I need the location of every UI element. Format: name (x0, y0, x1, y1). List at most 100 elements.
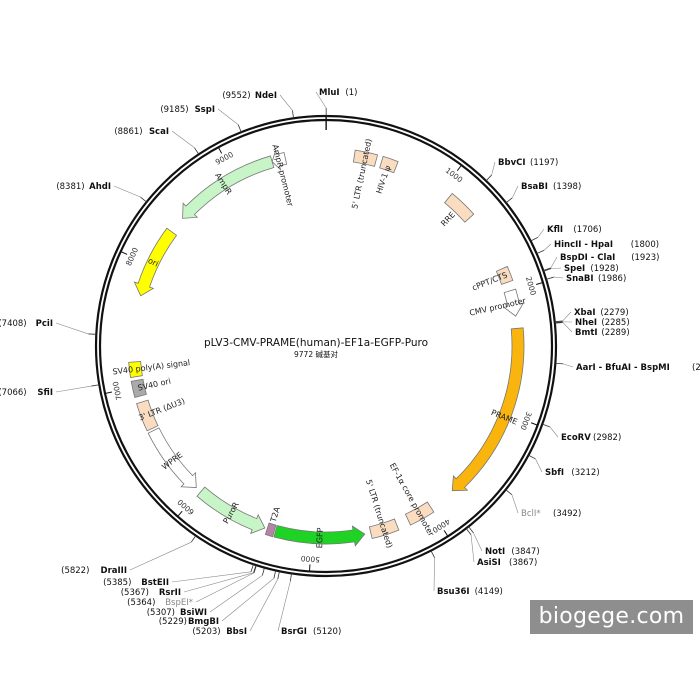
site-bsrgi: BsrGI(5120) (281, 627, 341, 637)
site-position: (5203) (192, 627, 220, 637)
site-name: NotI (485, 547, 505, 557)
site-position: (2289) (601, 328, 629, 338)
tick-mark (120, 251, 128, 255)
site-position: (7408) (0, 319, 27, 329)
site-position: (8381) (56, 182, 84, 192)
site-position: (5307) (147, 608, 175, 618)
site-tick (554, 321, 563, 324)
site-name: BspEI* (165, 598, 193, 608)
site-name: DraIII (101, 566, 127, 576)
site-leader (249, 578, 279, 632)
site-position: (3847) (511, 547, 539, 557)
site-leader (563, 363, 574, 368)
site-tick (554, 322, 563, 324)
site-leader (171, 571, 251, 583)
site-name: EcoRV (561, 433, 591, 443)
feature-5-ltr-truncated-2 (368, 518, 400, 540)
feature-prame (451, 327, 525, 492)
feature-label-t2a: T2A (269, 505, 283, 524)
site-tick (543, 268, 552, 272)
tick-label: 1000 (444, 166, 465, 185)
site-name: RsrII (159, 588, 181, 598)
site-tick (465, 528, 472, 535)
feature-cmv-promoter (502, 288, 525, 317)
site-position: (2560) (692, 363, 700, 373)
site-name: MluI (319, 88, 340, 98)
feature-label-sv40-poly-a-signal: SV40 poly(A) signal (112, 358, 191, 376)
site-tick (250, 564, 254, 572)
feature-ori (133, 227, 178, 297)
site-bsiwi: BsiWI(5307) (147, 608, 207, 618)
site-ecorv: EcoRV(2982) (561, 433, 621, 443)
site-name: BsaBI (521, 182, 548, 192)
site-name: SpeI (564, 264, 585, 274)
tick-label: 6000 (175, 497, 195, 516)
site-bsteii: BstEII(5385) (103, 578, 169, 588)
site-tick (505, 197, 513, 204)
feature-egfp (273, 524, 366, 547)
site-bmgbi: BmgBI(5229) (159, 617, 219, 627)
feature-wpre (147, 427, 197, 488)
site-leader (221, 578, 275, 622)
site-name: BspDI - ClaI (560, 253, 615, 263)
feature-label-egfp: EGFP (315, 527, 325, 548)
tick-mark (217, 147, 223, 154)
tick-mark (530, 422, 538, 426)
site-position: (2279) (600, 308, 628, 318)
site-kfli: KflI(1706) (547, 225, 602, 235)
tick-label: 7000 (111, 380, 124, 401)
feature-ef-1a-core-promoter (404, 501, 435, 526)
site-tick (485, 174, 492, 182)
site-tick (140, 196, 147, 203)
site-position: (2982) (593, 433, 621, 443)
site-tick (253, 564, 257, 573)
site-name: SfiI (37, 388, 53, 398)
site-tick (555, 362, 564, 365)
site-name: BclI* (521, 509, 541, 519)
site-bsabi: BsaBI(1398) (521, 182, 581, 192)
site-tick (505, 489, 513, 495)
site-leader (433, 557, 435, 592)
site-name: AhdI (89, 182, 111, 192)
site-spei: SpeI(1928) (564, 264, 619, 274)
site-position: (1923) (631, 253, 659, 263)
site-layer: MluI(1)NdeI(9552)SspI(9185)ScaI(8861)Ahd… (0, 88, 700, 637)
site-tick (253, 565, 257, 573)
site-sspi: SspI(9185) (160, 105, 215, 115)
feature-3-ltr-du3 (136, 399, 159, 432)
site-name: BmgBI (188, 617, 219, 627)
site-position: (8861) (114, 127, 142, 137)
site-position: (1197) (530, 158, 558, 168)
site-leader (537, 228, 545, 238)
site-tick (543, 267, 551, 271)
site-bmti: BmtI(2289) (575, 328, 630, 338)
site-name: NheI (575, 318, 597, 328)
site-tick (277, 571, 280, 580)
site-name: Bsu36I (437, 587, 470, 597)
site-leader (511, 494, 519, 514)
feature-label-5-ltr-truncated-2: 5' LTR (truncated) (364, 478, 394, 549)
site-name: BmtI (575, 328, 598, 338)
site-leader (551, 267, 562, 269)
feature-label-5-ltr-truncated: 5' LTR (truncated) (350, 138, 373, 210)
site-name: BstEII (141, 578, 169, 588)
site-position: (1) (345, 88, 357, 98)
site-bsu36i: Bsu36I(4149) (437, 587, 503, 597)
site-mlui: MluI (1) (319, 88, 357, 98)
site-leader (279, 94, 293, 111)
site-pcii: PciI(7408) (0, 319, 53, 329)
site-name: SnaBI (566, 274, 594, 284)
site-leader (113, 185, 141, 198)
feature-puror (196, 486, 266, 535)
site-name: NdeI (255, 91, 277, 101)
tick-label: 2000 (524, 276, 538, 297)
site-tick (289, 573, 292, 582)
site-tick (190, 535, 197, 543)
site-bbsi: BbsI(5203) (192, 627, 247, 637)
site-sbfi: SbfI(3212) (545, 468, 600, 478)
site-nhei: NheI (2285) (575, 318, 630, 328)
site-position: (2285) (601, 318, 629, 328)
tick-label: 5000 (300, 554, 320, 564)
site-position: (3492) (553, 509, 581, 519)
